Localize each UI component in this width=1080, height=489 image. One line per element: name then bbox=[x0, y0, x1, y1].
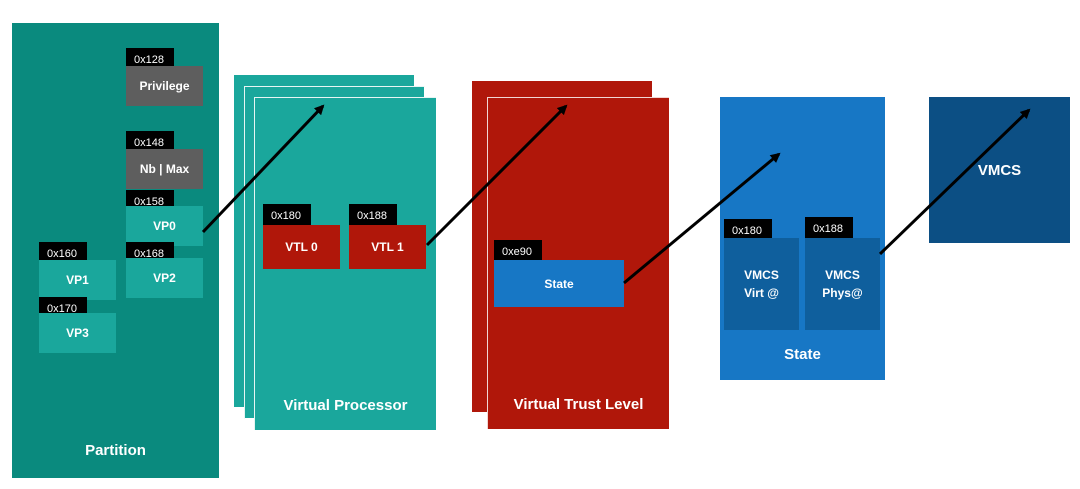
field-vmcs-virt-line1: VMCS bbox=[744, 268, 779, 282]
field-privilege: Privilege bbox=[126, 66, 203, 106]
offset-vmcs-phys: 0x188 bbox=[805, 217, 853, 241]
field-state: State bbox=[494, 260, 624, 307]
offset-vtl1: 0x188 bbox=[349, 204, 397, 228]
virtual-processor-label: Virtual Processor bbox=[283, 397, 408, 414]
field-vp2: VP2 bbox=[126, 258, 203, 298]
field-vp1: VP1 bbox=[39, 260, 116, 300]
vmcs-label: VMCS bbox=[977, 161, 1022, 179]
field-vmcs-virt: VMCS Virt @ bbox=[724, 238, 799, 330]
vmcs-panel: VMCS bbox=[929, 97, 1070, 243]
field-vp0: VP0 bbox=[126, 206, 203, 246]
virtual-trust-level-label: Virtual Trust Level bbox=[513, 396, 644, 413]
field-nb-max: Nb | Max bbox=[126, 149, 203, 189]
field-vmcs-phys: VMCS Phys@ bbox=[805, 238, 880, 330]
partition-label: Partition bbox=[85, 442, 146, 459]
field-vtl1: VTL 1 bbox=[349, 225, 426, 269]
field-vmcs-phys-line1: VMCS bbox=[825, 268, 860, 282]
field-vtl0: VTL 0 bbox=[263, 225, 340, 269]
field-vmcs-phys-line2: Phys@ bbox=[822, 286, 863, 300]
field-vp3: VP3 bbox=[39, 313, 116, 353]
field-vmcs-virt-line2: Virt @ bbox=[744, 286, 779, 300]
state-label: State bbox=[784, 346, 821, 363]
